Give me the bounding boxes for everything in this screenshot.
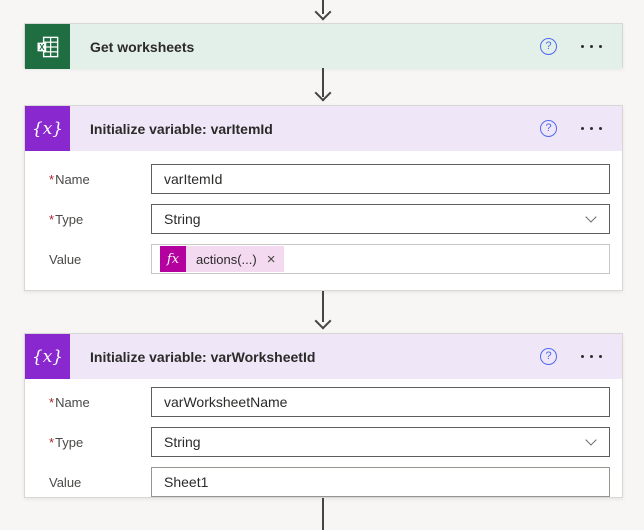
name-field-label: *Name bbox=[49, 394, 90, 410]
value-field-label: Value bbox=[49, 474, 82, 490]
value-input[interactable] bbox=[151, 467, 610, 497]
value-field-row: Value bbox=[49, 467, 610, 497]
help-icon[interactable]: ? bbox=[540, 348, 557, 365]
type-field-label: *Type bbox=[49, 434, 84, 450]
action-card-header[interactable]: {x} Initialize variable: varWorksheetId … bbox=[25, 334, 622, 379]
more-options-icon[interactable] bbox=[581, 123, 602, 134]
required-asterisk: * bbox=[49, 394, 55, 410]
name-field-label: *Name bbox=[49, 171, 90, 187]
connector-line bbox=[322, 0, 324, 14]
more-options-icon[interactable] bbox=[581, 41, 602, 52]
variable-glyph: {x} bbox=[31, 118, 64, 139]
fx-icon: fx bbox=[160, 246, 186, 272]
name-input[interactable] bbox=[151, 387, 610, 417]
chevron-down-icon bbox=[585, 211, 597, 223]
connector-line bbox=[322, 291, 324, 322]
more-options-icon[interactable] bbox=[581, 351, 602, 362]
type-field-row: *Type String bbox=[49, 427, 610, 457]
action-title: Get worksheets bbox=[90, 38, 195, 55]
value-input-area[interactable]: fx actions(...) × bbox=[151, 244, 610, 274]
variable-icon: {x} bbox=[25, 334, 70, 379]
expression-token-label: actions(...) bbox=[196, 251, 257, 267]
action-card-header[interactable]: X Get worksheets ? bbox=[25, 24, 622, 69]
excel-icon: X bbox=[25, 24, 70, 69]
action-card-header[interactable]: {x} Initialize variable: varItemId ? bbox=[25, 106, 622, 151]
name-input[interactable] bbox=[151, 164, 610, 194]
action-title: Initialize variable: varWorksheetId bbox=[90, 348, 316, 365]
name-field-row: *Name bbox=[49, 387, 610, 417]
required-asterisk: * bbox=[49, 434, 55, 450]
action-card-get-worksheets: X Get worksheets ? bbox=[24, 23, 623, 69]
name-field-row: *Name bbox=[49, 164, 610, 194]
help-icon[interactable]: ? bbox=[540, 38, 557, 55]
type-select[interactable]: String bbox=[151, 427, 610, 457]
excel-x-letter: X bbox=[39, 42, 45, 51]
type-field-row: *Type String bbox=[49, 204, 610, 234]
type-select[interactable]: String bbox=[151, 204, 610, 234]
action-title: Initialize variable: varItemId bbox=[90, 120, 273, 137]
variable-icon: {x} bbox=[25, 106, 70, 151]
connector-line bbox=[322, 498, 324, 530]
arrow-down-icon bbox=[314, 312, 332, 330]
action-card-initialize-varworksheetid: {x} Initialize variable: varWorksheetId … bbox=[24, 333, 623, 498]
arrow-down-icon bbox=[314, 84, 332, 102]
connector-line bbox=[322, 68, 324, 97]
required-asterisk: * bbox=[49, 171, 55, 187]
type-select-value: String bbox=[164, 211, 201, 227]
value-field-row: Value fx actions(...) × bbox=[49, 244, 610, 274]
help-icon[interactable]: ? bbox=[540, 120, 557, 137]
action-card-initialize-varitemid: {x} Initialize variable: varItemId ? *Na… bbox=[24, 105, 623, 291]
required-asterisk: * bbox=[49, 211, 55, 227]
chevron-down-icon bbox=[585, 434, 597, 446]
type-field-label: *Type bbox=[49, 211, 84, 227]
value-field-label: Value bbox=[49, 251, 82, 267]
close-icon[interactable]: × bbox=[266, 250, 276, 268]
expression-token[interactable]: fx actions(...) × bbox=[160, 246, 285, 272]
type-select-value: String bbox=[164, 434, 201, 450]
variable-glyph: {x} bbox=[31, 346, 64, 367]
arrow-down-icon bbox=[314, 3, 332, 21]
